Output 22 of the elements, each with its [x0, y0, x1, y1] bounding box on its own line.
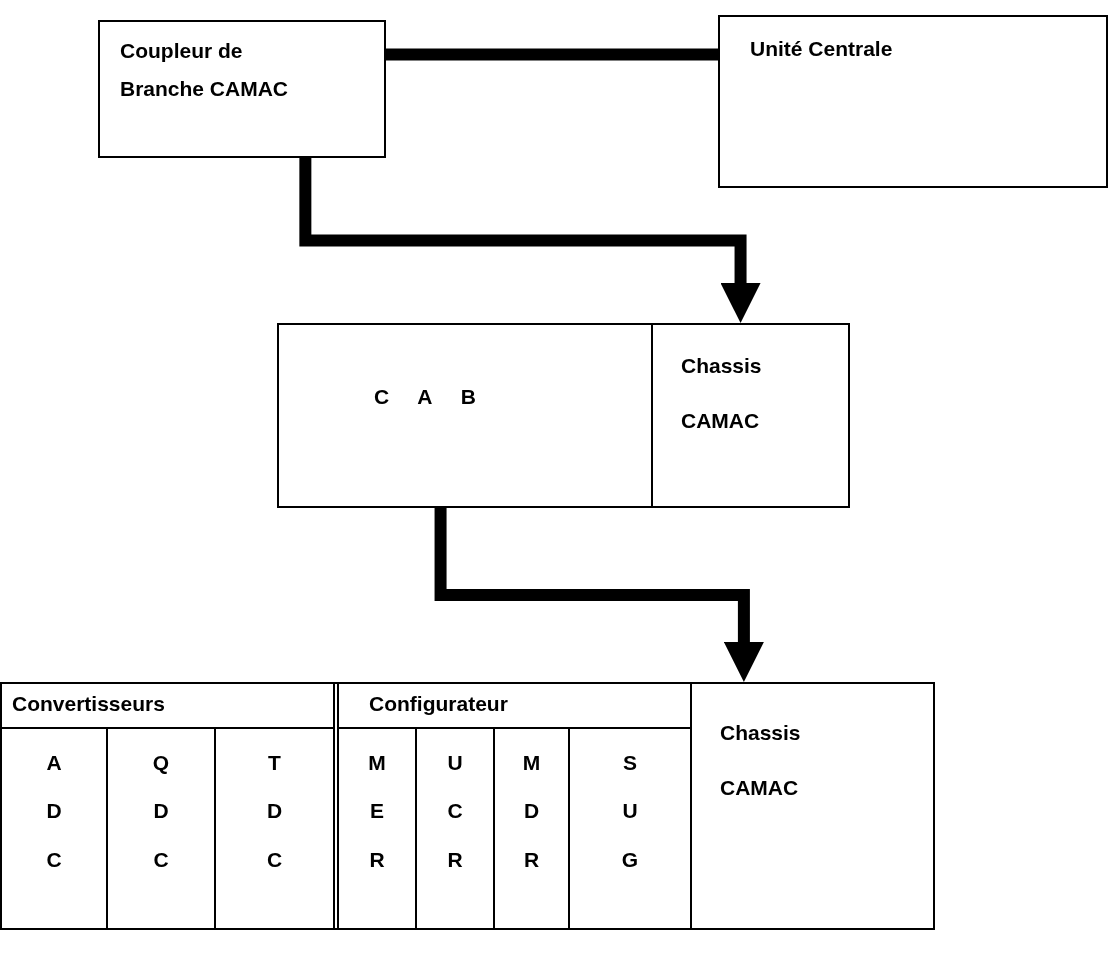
column-label: M E R — [367, 750, 387, 873]
node-label: Chassis CAMAC — [720, 720, 802, 801]
column-label: T D C — [265, 750, 284, 873]
node-label: Unité Centrale — [750, 36, 894, 62]
node-label: Convertisseurs — [12, 691, 166, 717]
label-box — [0, 682, 335, 930]
node-label: Coupleur de Branche CAMAC — [120, 38, 290, 102]
column-label: S U G — [620, 750, 640, 873]
panel-box — [0, 682, 935, 930]
column-label: M D R — [521, 750, 542, 873]
label-box — [337, 682, 692, 930]
node-label: Chassis CAMAC — [681, 353, 763, 434]
connector-line — [386, 48, 718, 61]
column-label: Q D C — [151, 750, 171, 873]
node-label: Configurateur — [369, 691, 509, 717]
label-box — [98, 20, 386, 158]
label-box — [718, 15, 1108, 188]
column-label: A D C — [45, 750, 63, 873]
node-label: C A B — [374, 384, 477, 410]
column-label: U C R — [446, 750, 464, 873]
arrow — [434, 508, 764, 682]
arrow — [299, 158, 761, 323]
